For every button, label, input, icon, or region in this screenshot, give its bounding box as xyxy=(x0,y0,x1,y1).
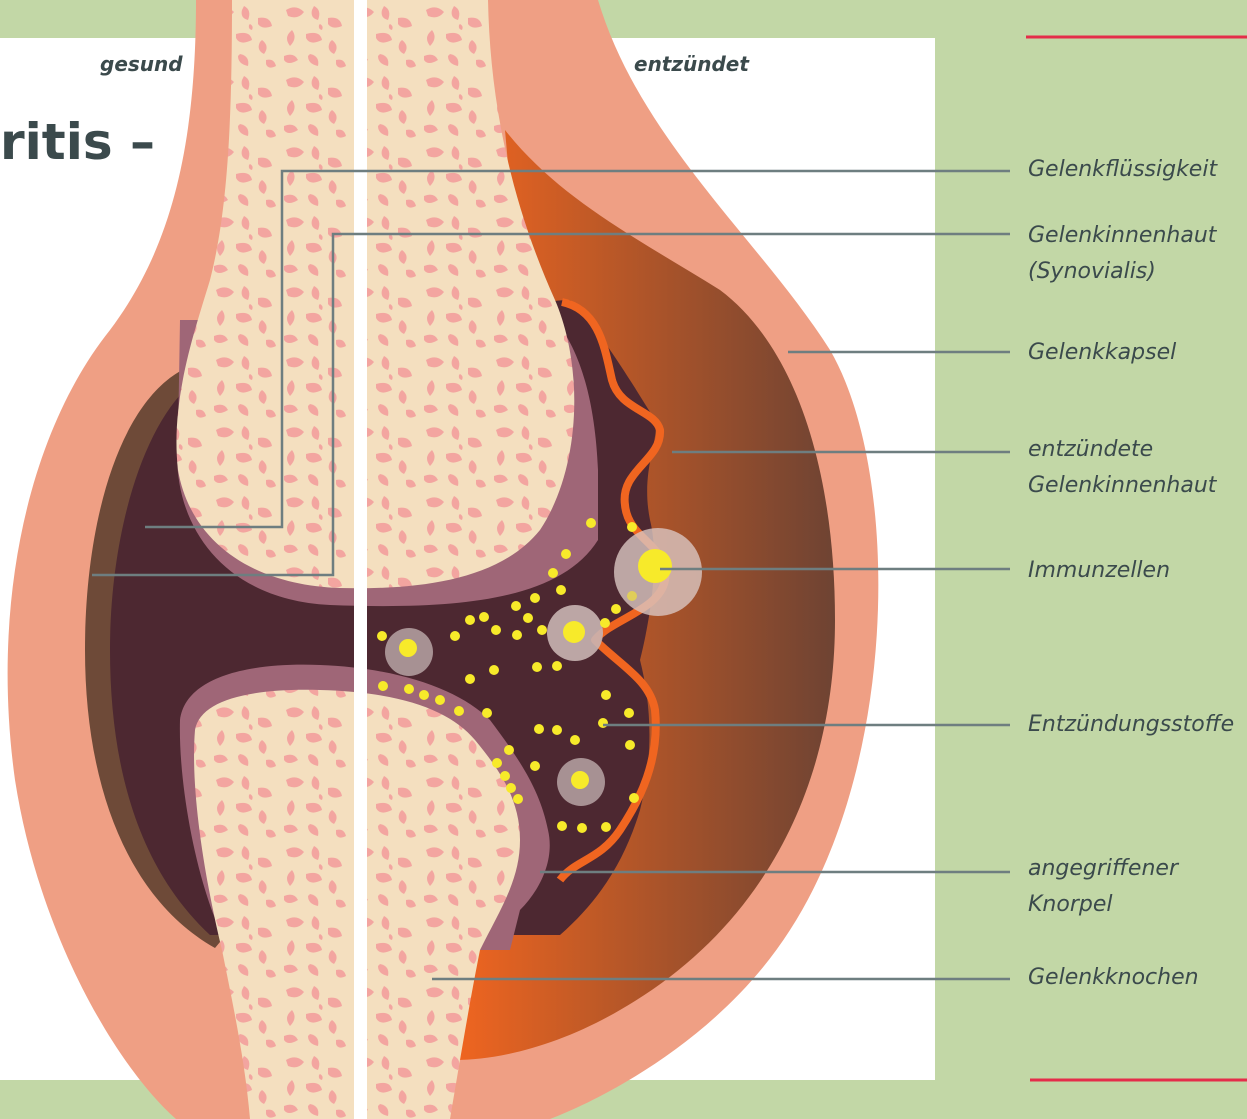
label-line: Gelenkinnenhaut xyxy=(1028,468,1216,504)
label-gelenkinnenhaut: Gelenkinnenhaut (Synovialis) xyxy=(1028,218,1216,290)
label-angegriffener-knorpel: angegriffener Knorpel xyxy=(1028,851,1178,923)
label-line: angegriffener xyxy=(1028,851,1178,887)
label-line: Gelenkinnenhaut xyxy=(1028,218,1216,254)
immune-cell-nucleus xyxy=(563,621,585,643)
label-line: Immunzellen xyxy=(1028,553,1170,589)
label-line: Entzündungsstoffe xyxy=(1028,707,1234,743)
label-entzuendete-gelenkinnenhaut: entzündete Gelenkinnenhaut xyxy=(1028,432,1216,504)
label-line: Knorpel xyxy=(1028,887,1178,923)
label-gelenkfluessigkeit: Gelenkflüssigkeit xyxy=(1028,152,1217,188)
label-line: Gelenkkapsel xyxy=(1028,335,1176,371)
immune-cell-nucleus xyxy=(571,771,589,789)
immune-cell-nucleus xyxy=(638,549,672,583)
label-line: Gelenkknochen xyxy=(1028,960,1199,996)
label-entzuendungsstoffe: Entzündungsstoffe xyxy=(1028,707,1234,743)
divider-line xyxy=(354,0,367,1119)
label-gelenkknochen: Gelenkknochen xyxy=(1028,960,1199,996)
immune-cell-dot xyxy=(627,591,637,601)
immune-cell-nucleus xyxy=(399,639,417,657)
title-fragment: ritis – xyxy=(0,104,155,180)
label-gelenkkapsel: Gelenkkapsel xyxy=(1028,335,1176,371)
tag-healthy: gesund xyxy=(100,52,183,76)
tag-inflamed: entzündet xyxy=(634,52,749,76)
label-immunzellen: Immunzellen xyxy=(1028,553,1170,589)
label-line: entzündete xyxy=(1028,432,1216,468)
label-line: Gelenkflüssigkeit xyxy=(1028,152,1217,188)
label-line: (Synovialis) xyxy=(1028,254,1216,290)
